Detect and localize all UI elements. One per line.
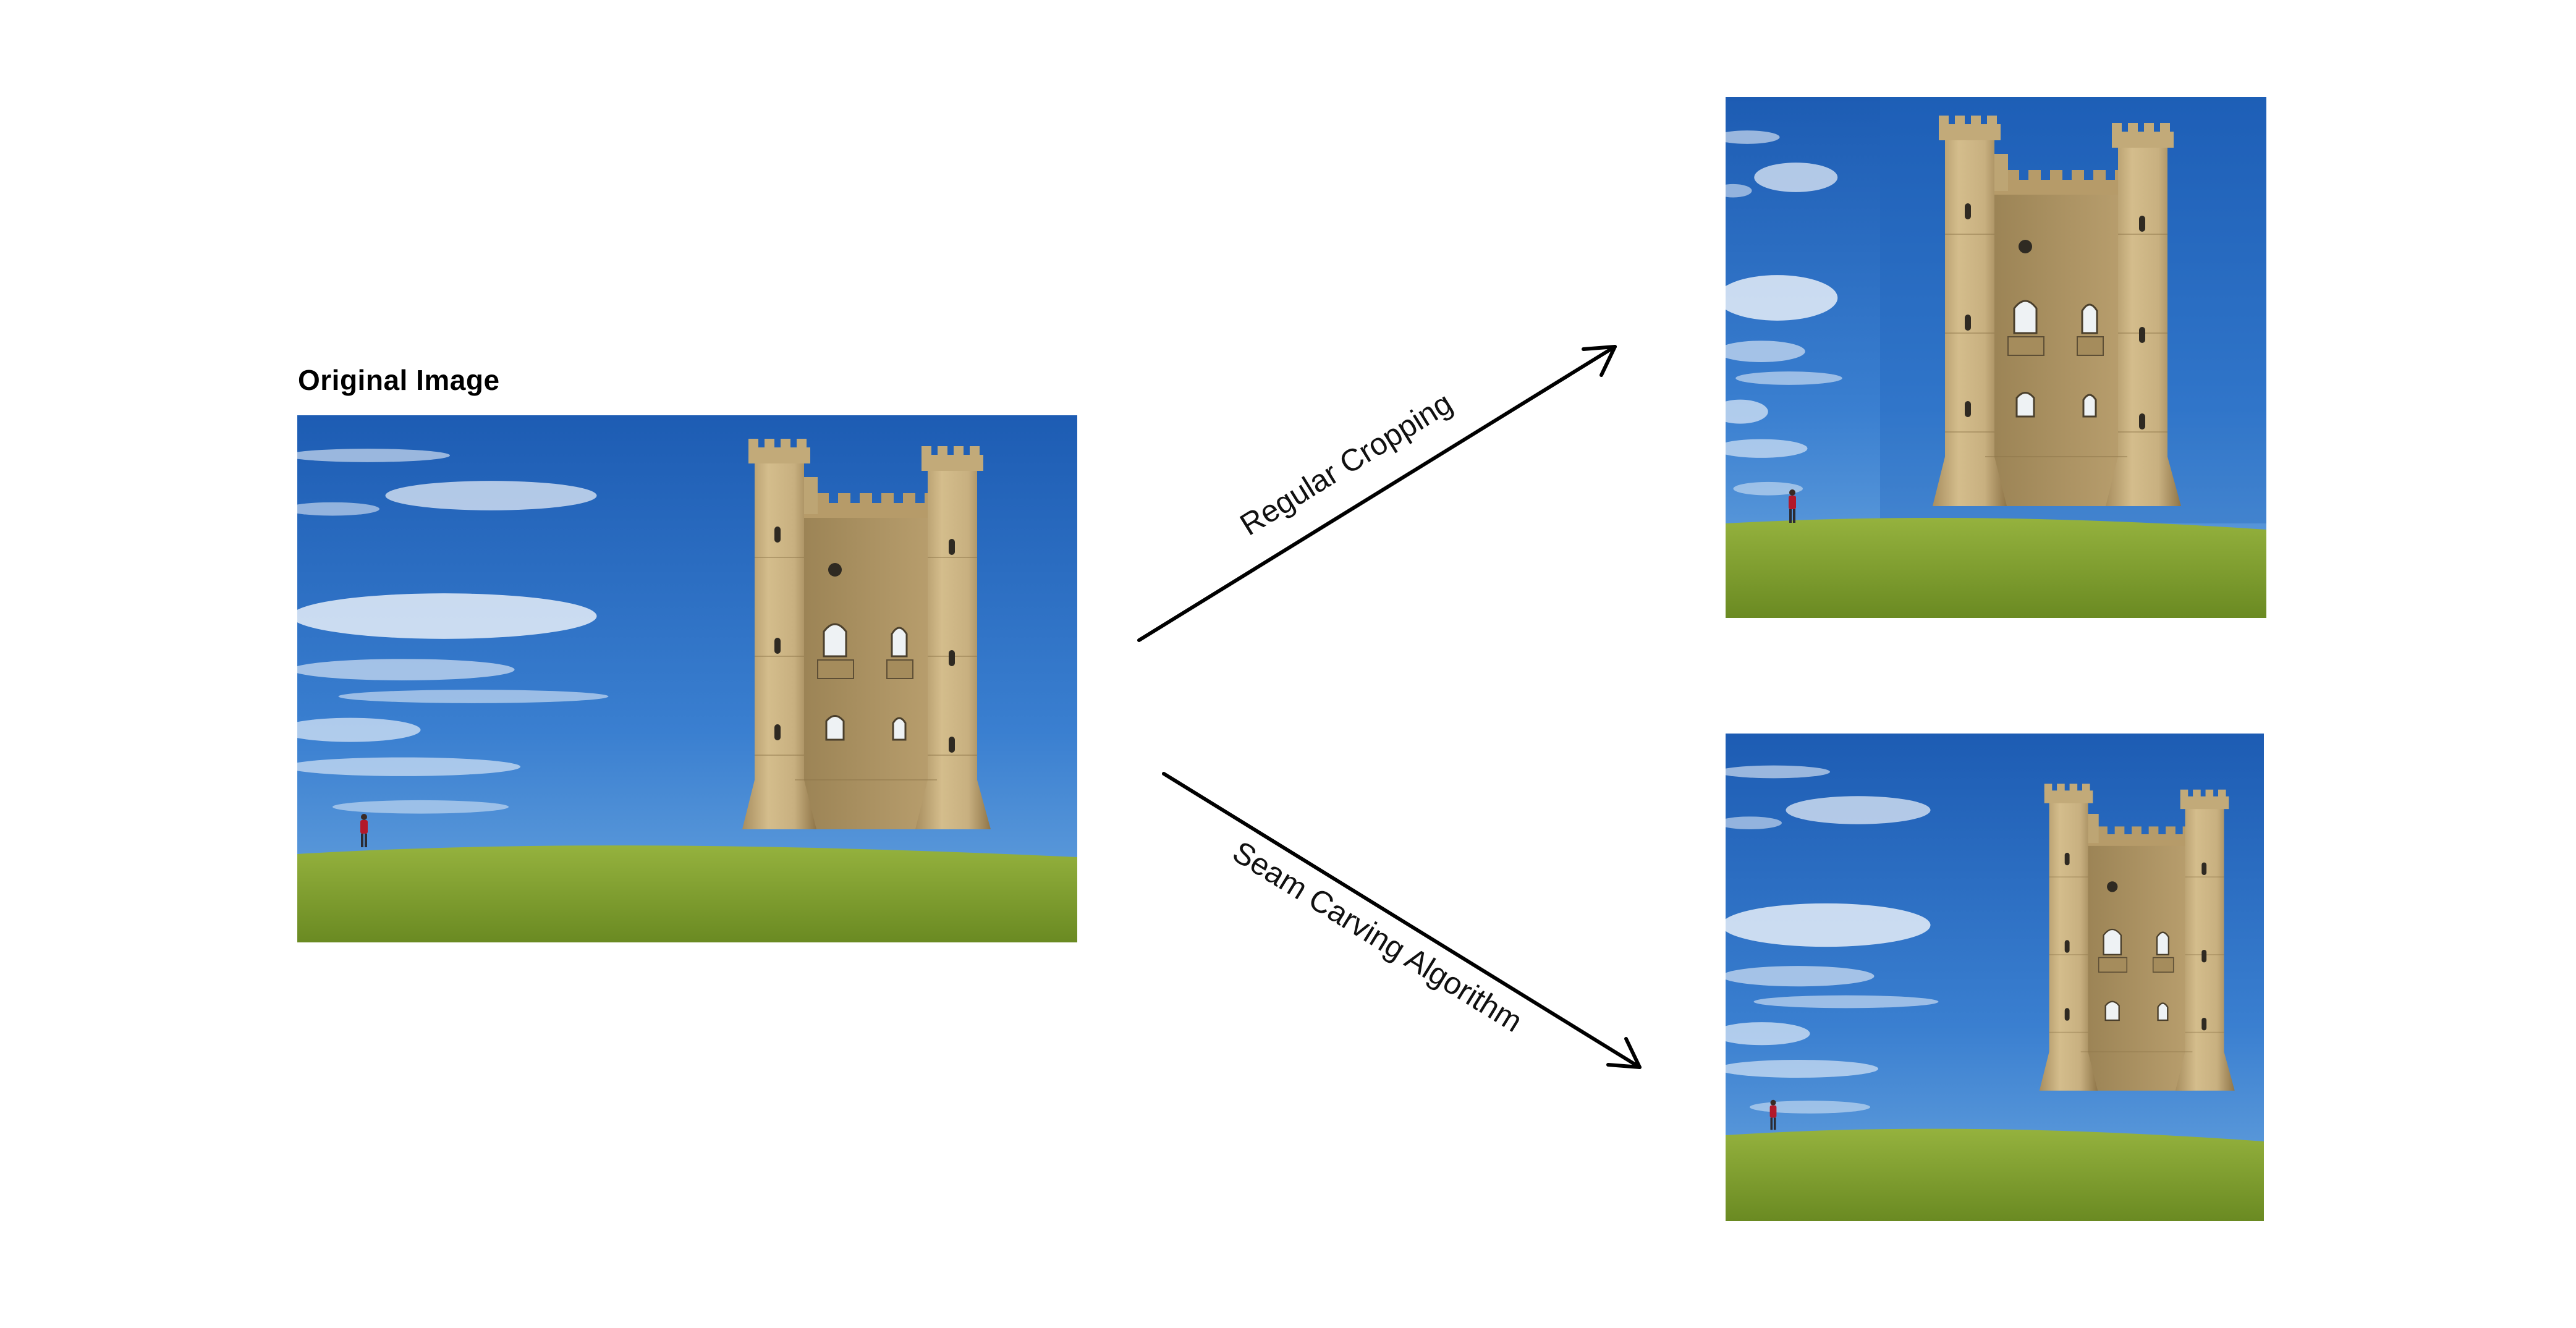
regular-cropping-result [1726, 97, 2266, 618]
arrowhead-icon [1582, 345, 1617, 377]
regular-cropping-arrow: Regular Cropping [1137, 345, 1617, 642]
seam-carving-label: Seam Carving Algorithm [1227, 834, 1528, 1039]
seam-carving-arrow: Seam Carving Algorithm [1162, 772, 1642, 1069]
original-image [297, 415, 1077, 942]
arrowhead-icon [1606, 1037, 1642, 1069]
regular-cropping-label: Regular Cropping [1234, 386, 1459, 543]
seam-carving-result [1726, 734, 2264, 1221]
original-image-title: Original Image [298, 364, 500, 396]
